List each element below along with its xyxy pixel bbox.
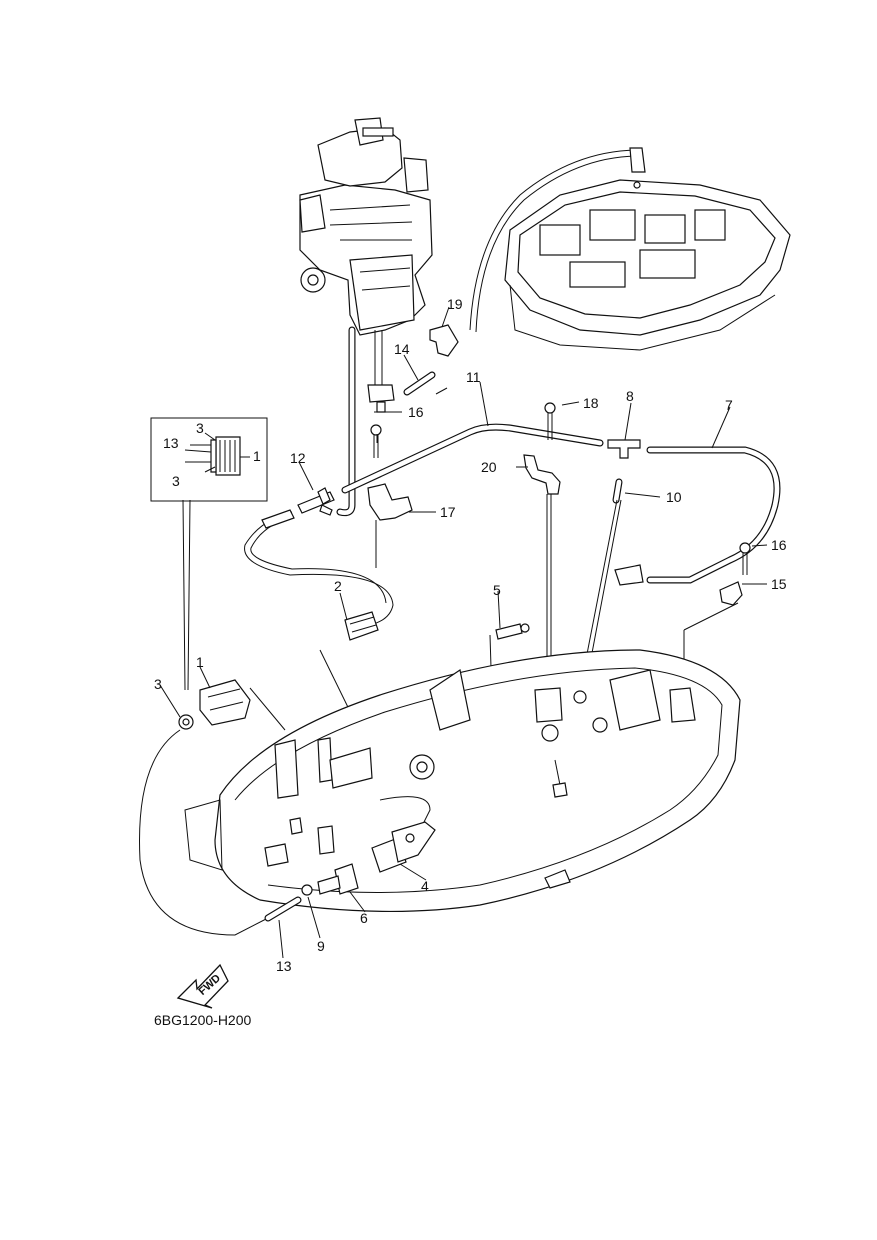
callout-13: 13 — [276, 958, 292, 974]
callout-2: 2 — [334, 578, 342, 594]
callout-18: 18 — [583, 395, 599, 411]
callout-20: 20 — [481, 459, 497, 475]
fwd-arrow-icon — [176, 963, 229, 1009]
long-hose-top — [469, 147, 646, 333]
callout-7: 7 — [725, 397, 733, 413]
part-4-connector — [371, 821, 436, 873]
inset-callout-1: 1 — [253, 448, 261, 464]
part-8-tee — [607, 439, 641, 459]
silencer-assembly — [504, 179, 791, 351]
part-12-joint — [297, 487, 335, 516]
inset-detail — [150, 417, 268, 502]
part-16-bolt-right — [739, 542, 751, 575]
leader-lines — [159, 306, 768, 959]
carburetor-assembly — [299, 117, 433, 413]
part-1-grommet — [199, 679, 286, 731]
part-11-hose — [341, 423, 604, 494]
part-7-hose — [614, 446, 781, 586]
callout-17: 17 — [440, 504, 456, 520]
callout-10: 10 — [666, 489, 682, 505]
callout-8: 8 — [626, 388, 634, 404]
fuel-hose-loop — [244, 509, 394, 626]
part-6-nut — [317, 863, 359, 895]
callout-4: 4 — [421, 878, 429, 894]
inset-callout-3-bottom: 3 — [172, 473, 180, 489]
callout-19: 19 — [447, 296, 463, 312]
callout-16-top: 16 — [408, 404, 424, 420]
fuel-hose-carb-12 — [336, 326, 356, 517]
part-17-clip — [367, 483, 413, 568]
callout-14: 14 — [394, 341, 410, 357]
callout-1: 1 — [196, 654, 204, 670]
part-13-hose-loop — [139, 729, 269, 936]
bottom-cowling — [184, 649, 741, 912]
callout-12: 12 — [290, 450, 306, 466]
diagram-code: 6BG1200-H200 — [154, 1012, 252, 1028]
part-19-clip — [429, 324, 459, 357]
part-9-clamp — [301, 884, 313, 896]
inset-callout-13: 13 — [163, 435, 179, 451]
callout-6: 6 — [360, 910, 368, 926]
part-13-hose-end — [264, 896, 302, 922]
callout-9: 9 — [317, 938, 325, 954]
callout-15: 15 — [771, 576, 787, 592]
part-18-bolt — [544, 402, 556, 440]
inset-callout-3-top: 3 — [196, 420, 204, 436]
part-16-bolt-left — [370, 424, 382, 458]
callout-3: 3 — [154, 676, 162, 692]
part-20-bracket — [523, 454, 561, 680]
part-3-clamp — [178, 714, 194, 730]
part-14-hose — [403, 371, 436, 396]
callout-16-right: 16 — [771, 537, 787, 553]
callout-5: 5 — [493, 582, 501, 598]
callout-11: 11 — [466, 369, 481, 385]
inset-leader — [182, 499, 191, 691]
